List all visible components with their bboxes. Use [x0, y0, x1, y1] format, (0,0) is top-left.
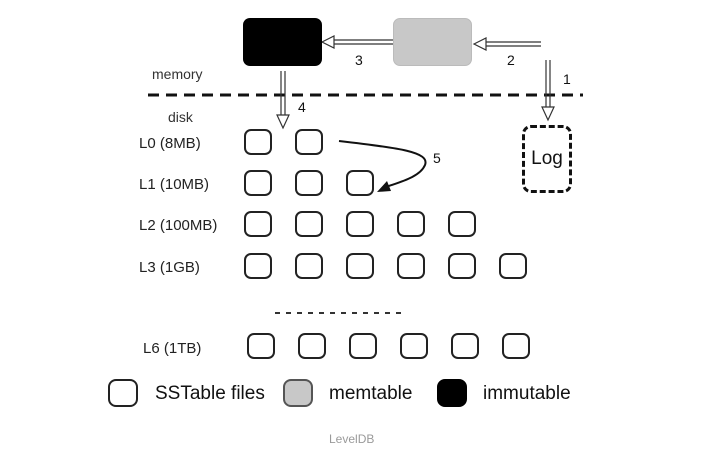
arrow-3	[320, 35, 393, 49]
level-label-l0: L0 (8MB)	[139, 135, 201, 152]
legend-sstable-swatch	[108, 379, 138, 407]
sstable-file	[400, 333, 428, 359]
level-label-l6: L6 (1TB)	[143, 340, 202, 357]
memory-label: memory	[152, 66, 203, 82]
sstable-file	[247, 333, 275, 359]
sstable-file	[295, 211, 323, 237]
level-label-l1: L1 (10MB)	[139, 176, 210, 193]
log-file: Log	[522, 125, 572, 193]
sstable-file	[295, 170, 323, 196]
step-1-label: 1	[563, 71, 571, 87]
legend-immutable-label: immutable	[483, 383, 571, 404]
sstable-file	[346, 253, 374, 279]
sstable-file	[244, 129, 272, 155]
arrow-1	[541, 60, 555, 122]
sstable-file	[295, 253, 323, 279]
figure-caption: LevelDB	[329, 432, 375, 446]
sstable-file	[244, 170, 272, 196]
memtable-block	[393, 18, 472, 66]
step-4-label: 4	[298, 99, 306, 115]
step-3-label: 3	[355, 52, 363, 68]
step-2-label: 2	[507, 52, 515, 68]
arrow-5	[338, 140, 427, 192]
arrow-2	[472, 37, 541, 51]
sstable-file	[349, 333, 377, 359]
sstable-file	[451, 333, 479, 359]
arrow-4	[276, 71, 290, 130]
legend-memtable-label: memtable	[329, 383, 413, 404]
level-label-l2: L2 (100MB)	[139, 217, 218, 234]
sstable-file	[397, 253, 425, 279]
sstable-file	[502, 333, 530, 359]
legend-memtable-swatch	[283, 379, 313, 407]
sstable-file	[298, 333, 326, 359]
legend-immutable-swatch	[437, 379, 467, 407]
sstable-file	[448, 253, 476, 279]
immutable-memtable-block	[243, 18, 322, 66]
sstable-file	[244, 253, 272, 279]
log-label: Log	[531, 148, 563, 169]
sstable-file	[448, 211, 476, 237]
sstable-file	[295, 129, 323, 155]
sstable-file	[346, 170, 374, 196]
sstable-file	[346, 211, 374, 237]
disk-label: disk	[168, 109, 193, 125]
sstable-file	[244, 211, 272, 237]
sstable-file	[397, 211, 425, 237]
sstable-file	[499, 253, 527, 279]
level-label-l3: L3 (1GB)	[139, 259, 200, 276]
step-5-label: 5	[433, 150, 441, 166]
legend-sstable-label: SSTable files	[155, 383, 265, 404]
